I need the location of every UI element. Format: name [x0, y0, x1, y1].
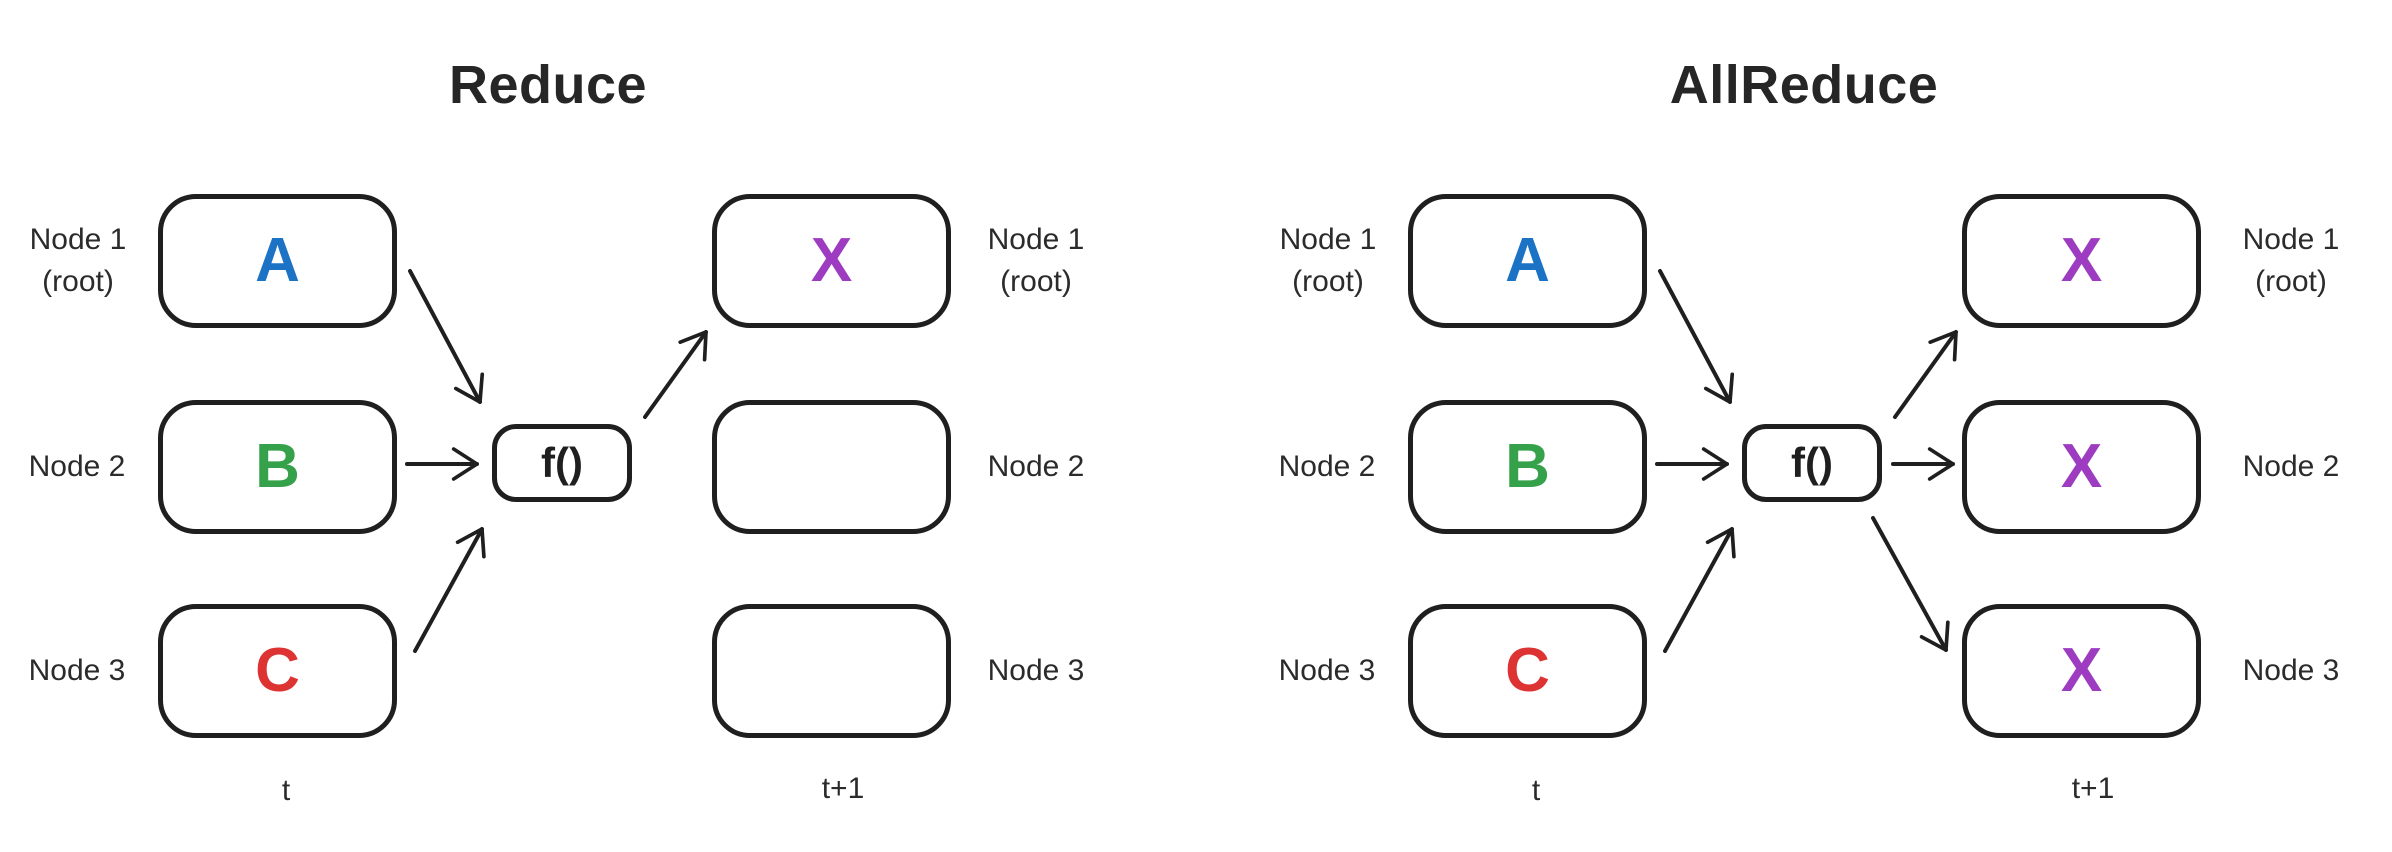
reduce-output-node1-value: X: [810, 226, 853, 295]
allreduce-title: AllReduce: [1669, 55, 1939, 115]
reduce-output-node2-label: Node 2: [987, 450, 1085, 483]
allreduce-arrow-node1-to-f: [1658, 269, 1735, 404]
reduce-input-node1-label-line2: (root): [42, 265, 114, 298]
reduce-input-node3-value: C: [255, 636, 300, 705]
reduce-time-before-label: t: [281, 774, 291, 807]
allreduce-input-node3-value: C: [1505, 636, 1550, 705]
reduce-input-node2-box: B: [158, 400, 397, 534]
reduce-arrow-node1-to-f: [408, 269, 485, 404]
allreduce-output-node3-value: X: [2060, 636, 2103, 705]
reduce-title: Reduce: [448, 55, 648, 115]
allreduce-output-node2-box: X: [1962, 400, 2201, 534]
reduce-output-node2-box: [712, 400, 951, 534]
reduce-output-node3-label: Node 3: [987, 654, 1085, 687]
reduce-input-node2-label: Node 2: [28, 450, 126, 483]
allreduce-input-node1-value: A: [1505, 226, 1550, 295]
allreduce-time-after-label: t+1: [2071, 772, 2115, 805]
allreduce-arrow-node3-to-f: [1663, 527, 1736, 653]
reduce-input-node1-label-line1: Node 1: [29, 223, 127, 256]
allreduce-input-node2-box: B: [1408, 400, 1647, 534]
allreduce-input-node3-box: C: [1408, 604, 1647, 738]
reduce-arrow-f-to-node1: [643, 330, 708, 419]
reduce-input-node1-box: A: [158, 194, 397, 328]
allreduce-function-box: f(): [1742, 424, 1882, 502]
allreduce-output-node1-label: Node 1 (root): [2242, 223, 2340, 298]
allreduce-output-node1-value: X: [2060, 226, 2103, 295]
reduce-arrow-node3-to-f: [413, 527, 486, 653]
reduce-input-node3-label: Node 3: [28, 654, 126, 687]
reduce-input-node2-value: B: [255, 432, 300, 501]
reduce-input-node1-value: A: [255, 226, 300, 295]
allreduce-time-before-label: t: [1531, 774, 1541, 807]
reduce-output-node3-box: [712, 604, 951, 738]
allreduce-arrow-f-to-node3: [1871, 516, 1950, 652]
reduce-output-node1-label: Node 1 (root): [987, 223, 1085, 298]
allreduce-output-node2-value: X: [2060, 432, 2103, 501]
allreduce-input-node2-value: B: [1505, 432, 1550, 501]
reduce-time-after-label: t+1: [821, 772, 865, 805]
reduce-input-node1-label: Node 1 (root): [3, 219, 153, 303]
allreduce-input-node3-label: Node 3: [1278, 654, 1376, 687]
allreduce-arrow-f-to-node1: [1893, 330, 1958, 419]
allreduce-input-node1-box: A: [1408, 194, 1647, 328]
allreduce-input-node1-label: Node 1 (root): [1279, 223, 1377, 298]
allreduce-output-node3-box: X: [1962, 604, 2201, 738]
allreduce-output-node2-label: Node 2: [2242, 450, 2340, 483]
allreduce-output-node3-label: Node 3: [2242, 654, 2340, 687]
allreduce-input-node2-label: Node 2: [1278, 450, 1376, 483]
allreduce-output-node1-box: X: [1962, 194, 2201, 328]
reduce-output-node1-box: X: [712, 194, 951, 328]
reduce-function-box: f(): [492, 424, 632, 502]
reduce-input-node3-box: C: [158, 604, 397, 738]
